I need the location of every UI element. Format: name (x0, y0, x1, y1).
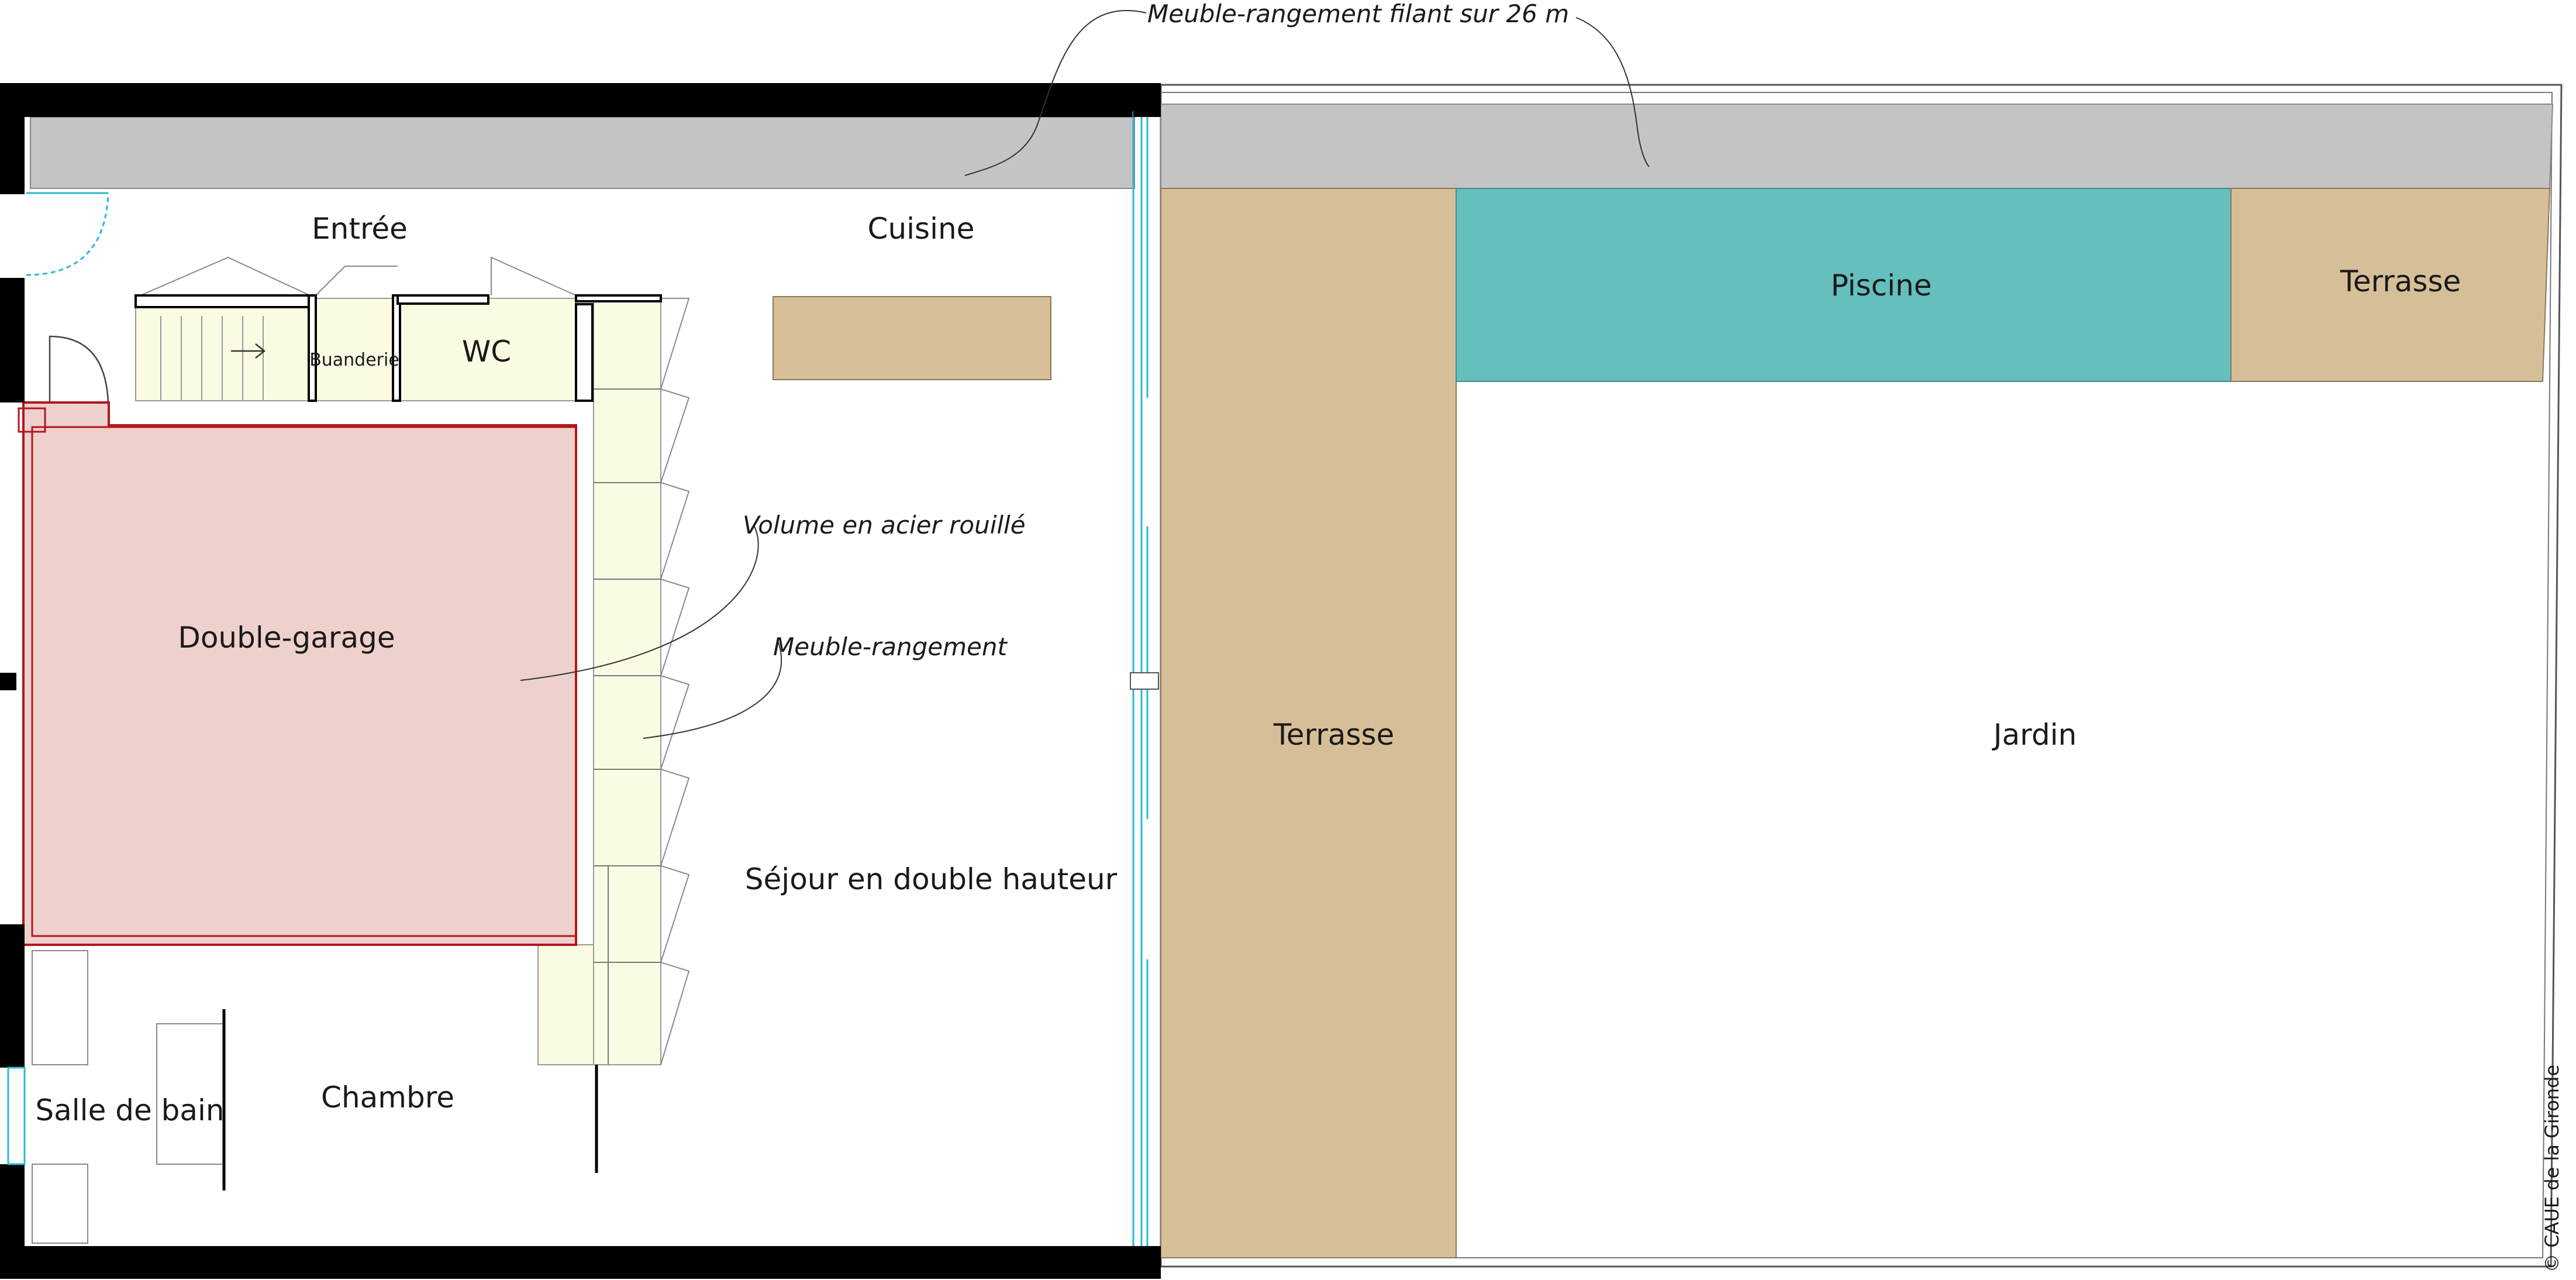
storage-strip-indoor (30, 116, 1135, 189)
stair-block (135, 298, 312, 401)
storage-column-right (593, 298, 661, 1065)
upper-partitions (135, 294, 662, 402)
kitchen-island (773, 296, 1051, 380)
garage-access-door (49, 335, 109, 403)
room-label-chambre: Chambre (321, 1081, 454, 1114)
garage-corner-mark (18, 407, 46, 433)
facade-end-post-bottom (1133, 1246, 1161, 1279)
room-label-piscine: Piscine (1831, 269, 1932, 302)
garage-steel-volume (22, 401, 577, 946)
annotation-meuble-rangement: Meuble-rangement (773, 632, 1008, 661)
pool-area (1456, 188, 2232, 382)
room-label-cuisine: Cuisine (868, 212, 975, 246)
room-label-terrasse-left: Terrasse (1273, 718, 1395, 752)
room-label-wc: WC (462, 335, 511, 369)
terrace-top-area (2230, 188, 2551, 382)
room-label-sejour: Séjour en double hauteur (745, 862, 1118, 896)
room-label-terrasse-top: Terrasse (2340, 264, 2461, 298)
storage-door-swings (660, 298, 690, 1065)
copyright-credit: © CAUE de la Gironde (2541, 1065, 2563, 1272)
exterior-walls (0, 83, 1161, 1279)
facade-end-post (1133, 83, 1161, 117)
bathroom-window (7, 1066, 26, 1165)
partition-door-swings (140, 256, 577, 296)
storage-strip-outdoor (1160, 104, 2554, 189)
annotation-volume-acier: Volume en acier rouillé (743, 511, 1026, 539)
stair-arrow-icon (231, 343, 266, 359)
room-label-jardin: Jardin (1992, 718, 2077, 752)
stair-treads (160, 316, 264, 401)
room-label-entree: Entrée (312, 212, 408, 246)
facade-mullion (1130, 672, 1159, 690)
garage-inner-wall (31, 426, 577, 937)
bedroom-partitions (222, 1009, 598, 1190)
bathroom-fixtures (32, 950, 225, 1244)
storage-column-lower (537, 944, 594, 1065)
entrance-door-swing (26, 192, 109, 276)
storage-dividers (594, 388, 661, 1065)
annotation-meuble-filant: Meuble-rangement filant sur 26 m (1147, 0, 1569, 28)
terrace-left-area (1160, 188, 1457, 1258)
room-label-double-garage: Double-garage (178, 621, 395, 655)
annotation-leaders (520, 10, 1650, 739)
laundry-block (312, 298, 396, 401)
room-label-buanderie: Buanderie (309, 350, 399, 370)
room-label-salle-de-bain: Salle de bain (35, 1093, 224, 1127)
